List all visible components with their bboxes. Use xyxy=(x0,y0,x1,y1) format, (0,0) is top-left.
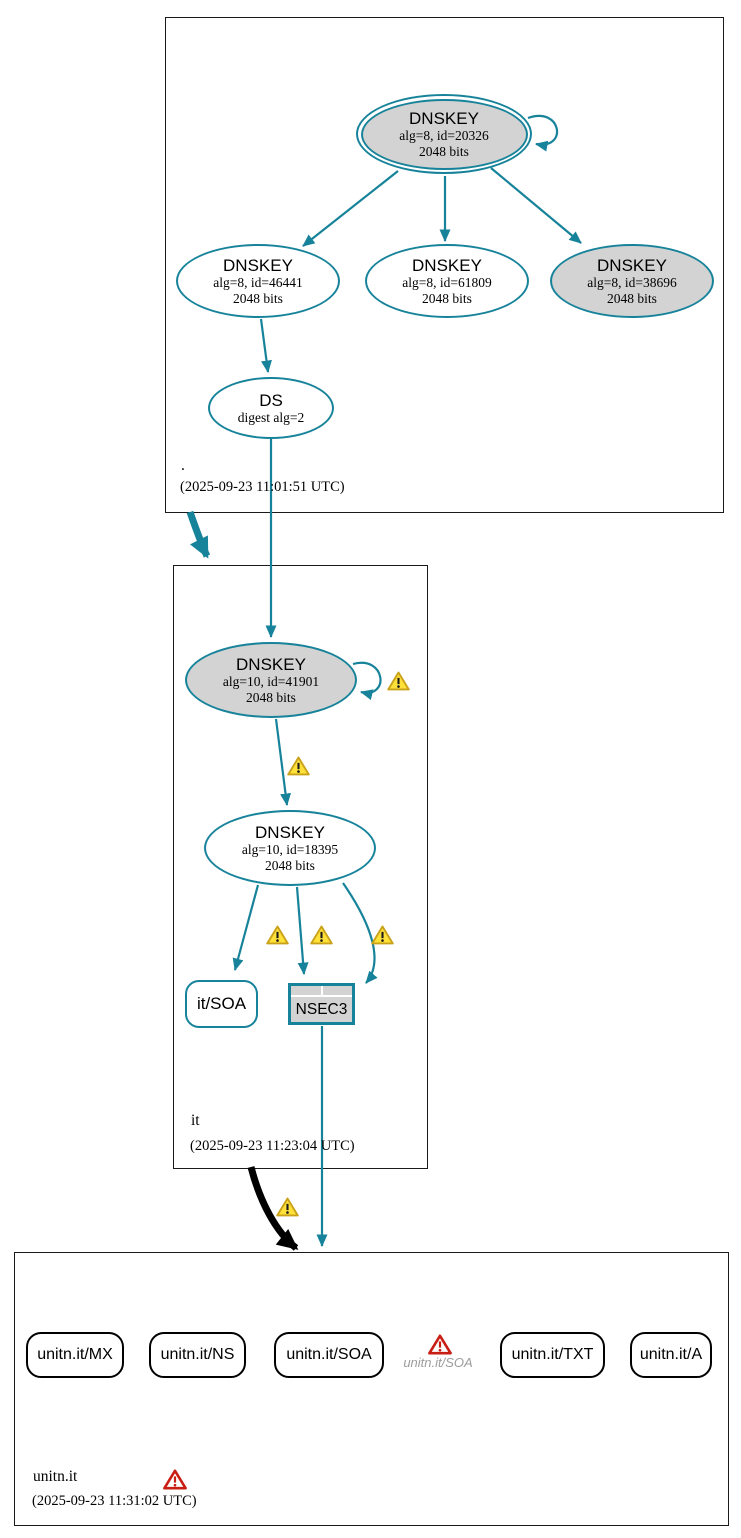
rrset-unitn-ns[interactable]: unitn.it/NS xyxy=(149,1332,246,1378)
node-root-ds[interactable]: DS digest alg=2 xyxy=(208,377,334,439)
nsec3-label: NSEC3 xyxy=(291,997,352,1022)
nsec3-cell-right xyxy=(322,986,352,995)
node-title: DNSKEY xyxy=(409,108,479,128)
rrset-unitn-mx[interactable]: unitn.it/MX xyxy=(26,1332,124,1378)
node-root-zsk-46441[interactable]: DNSKEY alg=8, id=46441 2048 bits xyxy=(176,244,340,318)
zone-timestamp-unitn: (2025-09-23 11:31:02 UTC) xyxy=(32,1493,197,1509)
node-detail-digest: digest alg=2 xyxy=(237,409,305,425)
node-root-ksk[interactable]: DNSKEY alg=8, id=20326 2048 bits xyxy=(356,94,532,174)
node-title: DNSKEY xyxy=(236,654,306,674)
node-title: DNSKEY xyxy=(223,255,293,275)
node-it-ksk[interactable]: DNSKEY alg=10, id=41901 2048 bits xyxy=(185,642,357,718)
rrset-unitn-soa[interactable]: unitn.it/SOA xyxy=(274,1332,384,1378)
node-detail-bits: 2048 bits xyxy=(265,857,315,873)
node-detail-alg: alg=10, id=18395 xyxy=(241,841,339,857)
node-title: DNSKEY xyxy=(597,255,667,275)
rrset-unitn-a[interactable]: unitn.it/A xyxy=(630,1332,712,1378)
edge-root-to-it-delegation xyxy=(186,510,211,559)
warning-icon xyxy=(266,925,289,945)
warning-icon xyxy=(287,756,310,776)
node-title: DS xyxy=(259,390,283,410)
zone-name-it: it xyxy=(191,1112,200,1129)
node-detail-bits: 2048 bits xyxy=(422,290,472,306)
error-icon xyxy=(163,1469,187,1490)
nsec3-cell-left xyxy=(291,986,321,995)
warning-icon xyxy=(371,925,394,945)
node-title: DNSKEY xyxy=(255,822,325,842)
node-root-zsk-61809[interactable]: DNSKEY alg=8, id=61809 2048 bits xyxy=(365,244,529,318)
node-detail-alg: alg=8, id=20326 xyxy=(399,127,489,143)
warning-icon xyxy=(276,1197,299,1217)
zone-name-unitn: unitn.it xyxy=(33,1468,78,1485)
zone-name-root: . xyxy=(181,457,185,474)
node-it-soa[interactable]: it/SOA xyxy=(185,980,258,1028)
warning-icon xyxy=(387,671,410,691)
nsec3-header-row xyxy=(291,986,352,995)
node-detail-bits: 2048 bits xyxy=(233,290,283,306)
node-detail-bits: 2048 bits xyxy=(246,689,296,705)
node-detail-alg: alg=8, id=61809 xyxy=(402,274,492,290)
node-detail-alg: alg=8, id=38696 xyxy=(587,274,677,290)
node-it-nsec3[interactable]: NSEC3 xyxy=(288,983,355,1025)
zone-timestamp-root: (2025-09-23 11:01:51 UTC) xyxy=(180,479,345,495)
node-it-zsk[interactable]: DNSKEY alg=10, id=18395 2048 bits xyxy=(204,810,376,886)
warning-icon xyxy=(310,925,333,945)
error-icon xyxy=(428,1334,452,1355)
node-root-zsk-38696[interactable]: DNSKEY alg=8, id=38696 2048 bits xyxy=(550,244,714,318)
node-title: DNSKEY xyxy=(412,255,482,275)
node-root-ksk-inner: DNSKEY alg=8, id=20326 2048 bits xyxy=(360,98,528,170)
zone-timestamp-it: (2025-09-23 11:23:04 UTC) xyxy=(190,1138,355,1154)
node-detail-alg: alg=8, id=46441 xyxy=(213,274,303,290)
node-detail-bits: 2048 bits xyxy=(607,290,657,306)
zone-box-unitn xyxy=(14,1252,729,1526)
error-rrset-label: unitn.it/SOA xyxy=(403,1355,473,1370)
rrset-unitn-txt[interactable]: unitn.it/TXT xyxy=(500,1332,605,1378)
node-detail-alg: alg=10, id=41901 xyxy=(222,673,320,689)
node-detail-bits: 2048 bits xyxy=(419,143,469,159)
